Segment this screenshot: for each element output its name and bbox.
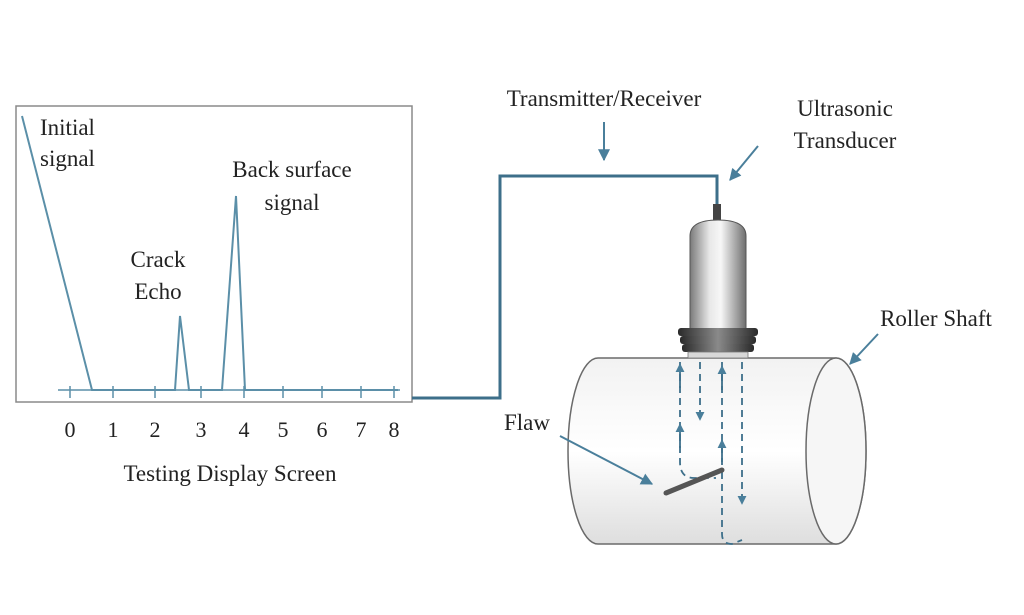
tick-label: 4 [239, 417, 250, 442]
crack-echo-label: Echo [134, 279, 181, 304]
tick-label: 5 [278, 417, 289, 442]
transducer-connector [713, 204, 721, 220]
transducer-ring [680, 336, 756, 344]
initial-signal-label: signal [40, 146, 95, 171]
tick-label: 3 [196, 417, 207, 442]
transducer-arrow [729, 145, 759, 181]
ultrasonic-transducer [678, 204, 758, 359]
transducer-face [687, 351, 749, 359]
wave-arrows [675, 363, 727, 462]
wave-path [679, 362, 716, 479]
tick-label: 8 [389, 417, 400, 442]
back-surface-label: Back surface [232, 157, 351, 182]
tick-label: 6 [317, 417, 328, 442]
roller-shaft [567, 357, 867, 545]
transducer-label: Ultrasonic [797, 96, 893, 121]
cable [412, 174, 719, 400]
display-caption: Testing Display Screen [123, 461, 337, 486]
transducer-body [689, 219, 747, 333]
flaw-arrow [559, 435, 654, 485]
testing-display-screen: 0 1 2 3 4 5 6 7 8 Initial signal Crack E… [15, 105, 413, 486]
tick-label: 7 [356, 417, 367, 442]
initial-signal-label: Initial [40, 115, 95, 140]
signal-trace [21, 115, 398, 391]
roller-shaft-arrow [849, 333, 879, 365]
flaw [663, 467, 725, 496]
tick-label: 1 [108, 417, 119, 442]
transmitter-receiver-label: Transmitter/Receiver [507, 86, 702, 111]
crack-echo-label: Crack [131, 247, 186, 272]
shaft-end-face [805, 357, 867, 545]
axis-tick-marks [69, 386, 395, 398]
transducer-ring [682, 344, 754, 352]
axis-tick-labels: 0 1 2 3 4 5 6 7 8 [65, 417, 400, 442]
transducer-label: Transducer [794, 128, 897, 153]
tick-label: 2 [150, 417, 161, 442]
transducer-ring [678, 328, 758, 336]
back-surface-label: signal [265, 190, 320, 215]
roller-shaft-label: Roller Shaft [880, 306, 992, 331]
tick-label: 0 [65, 417, 76, 442]
flaw-label: Flaw [504, 410, 550, 435]
wave-path [721, 472, 743, 545]
